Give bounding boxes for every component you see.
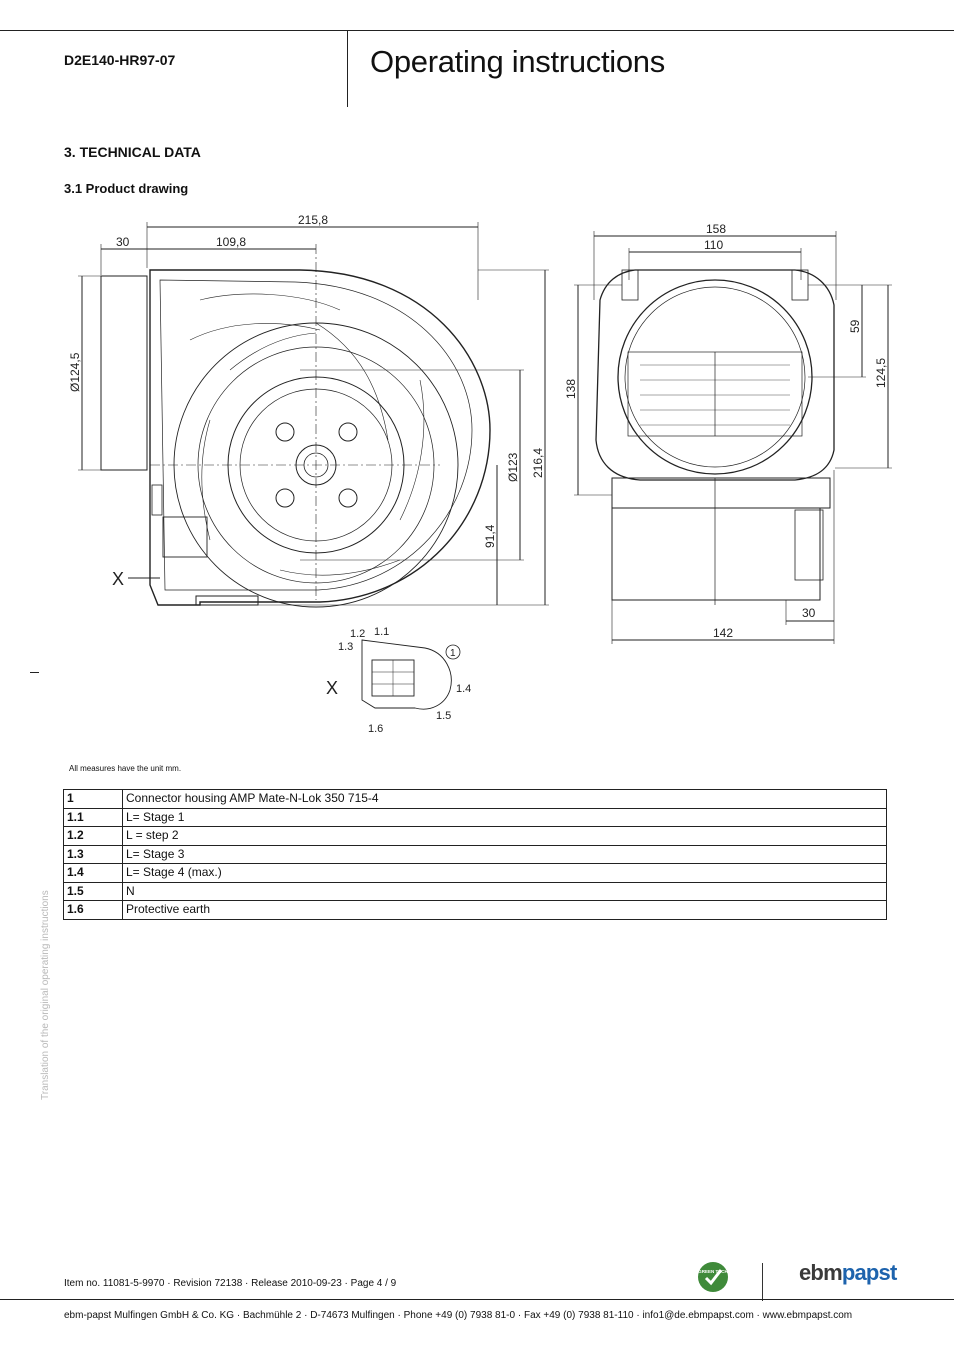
dim-label-axis-offset: 109,8: [216, 235, 246, 249]
logo-part-ebm: ebm: [799, 1260, 843, 1285]
legend-key: 1: [63, 789, 123, 809]
subsection-title: 3.1 Product drawing: [64, 181, 189, 196]
impeller-blade: [229, 332, 317, 371]
connector-label: 1.1: [374, 626, 389, 638]
header-divider: [347, 30, 348, 107]
units-note: All measures have the unit mm.: [69, 764, 182, 773]
motor-body: [611, 507, 821, 601]
dim-label-overall-height: 216,4: [531, 448, 545, 478]
legend-value: N: [122, 881, 887, 901]
mounting-tab-right: [791, 269, 809, 301]
detail-x-title: X: [326, 678, 338, 698]
inlet-ring: [100, 275, 148, 471]
legend-key: 1.4: [63, 863, 123, 883]
dim-label-inlet-diameter: Ø124,5: [68, 352, 82, 392]
impeller-blade: [279, 559, 401, 576]
legend-value: Protective earth: [122, 900, 887, 920]
badge-text: GREEN TECH: [698, 1269, 728, 1274]
dim-label-axis-height: 91,4: [483, 524, 497, 548]
dim-label-motor-offset: 30: [802, 606, 816, 620]
dim-label-wheel-diameter: Ø123: [506, 452, 520, 482]
company-info: ebm-papst Mulfingen GmbH & Co. KG · Bach…: [64, 1310, 853, 1321]
callout-1-circle: [445, 644, 461, 660]
connector-label: 1.5: [436, 710, 451, 722]
dim-label-inlet-offset: 30: [116, 235, 130, 249]
dim-label-overall-width: 215,8: [298, 213, 328, 227]
housing-foot: [195, 595, 259, 606]
ebmpapst-logo: ebmpapst: [799, 1260, 897, 1286]
product-drawing: X 215,8 30 109,8 Ø124,5 Ø123 216,4 91,4: [68, 213, 892, 735]
legend-value: L = step 2: [122, 826, 887, 846]
dim-label-side-depth: 138: [564, 379, 578, 399]
connector-label: 1.2: [350, 628, 365, 640]
legend-key: 1.5: [63, 881, 123, 901]
detail-x-view: X 1.2 1.1 1.3 1 1.4 1.5 1.6: [326, 626, 471, 735]
green-tech-badge-icon: GREEN TECH: [698, 1262, 728, 1292]
footer-rule: [0, 1299, 954, 1300]
header-top-rule: [0, 30, 954, 31]
side-view: 158 110 59 124,5 138 142 30: [564, 222, 892, 644]
dim-label-side-inner-width: 110: [704, 238, 723, 252]
translation-note: Translation of the original operating in…: [40, 890, 51, 1100]
housing-outline: [149, 269, 491, 606]
legend-key: 1.2: [63, 826, 123, 846]
logo-divider: [762, 1263, 763, 1301]
side-housing: [595, 269, 835, 481]
housing-inner-outline: [159, 279, 473, 591]
screw-3: [275, 488, 295, 508]
item-info: Item no. 11081-5-9970 · Revision 72138 ·…: [64, 1278, 397, 1289]
legend-value: L= Stage 3: [122, 844, 887, 864]
connector-label: 1.6: [368, 723, 383, 735]
screw-2: [338, 422, 358, 442]
impeller-blade: [315, 322, 389, 441]
connector-label: 1: [450, 648, 456, 659]
screw-1: [275, 422, 295, 442]
detail-x-marker: X: [112, 569, 124, 589]
screw-4: [338, 488, 358, 508]
housing-contour: [199, 293, 341, 311]
dim-label-side-height: 124,5: [874, 358, 888, 388]
housing-contour: [189, 323, 321, 341]
legend-key: 1.3: [63, 844, 123, 864]
impeller-blade: [201, 419, 211, 541]
document-title: Operating instructions: [370, 44, 665, 79]
connector-label: 1.4: [456, 683, 471, 695]
logo-part-papst: papst: [841, 1260, 897, 1285]
legend-value: L= Stage 1: [122, 807, 887, 827]
motor-cap: [794, 509, 824, 581]
cable-clip: [151, 484, 163, 516]
mounting-tab-left: [621, 269, 639, 301]
side-inlet-inner: [624, 286, 806, 468]
section-title: 3. TECHNICAL DATA: [64, 144, 201, 160]
dim-label-side-mount-height: 59: [848, 319, 862, 333]
legend-value: Connector housing AMP Mate-N-Lok 350 715…: [122, 789, 887, 809]
legend-key: 1.1: [63, 807, 123, 827]
impeller-blade: [399, 379, 425, 521]
legend-key: 1.6: [63, 900, 123, 920]
legend-value: L= Stage 4 (max.): [122, 863, 887, 883]
connector-housing: [162, 516, 208, 558]
connector-label: 1.3: [338, 641, 353, 653]
margin-tick: [30, 672, 39, 673]
dim-label-motor-width: 142: [713, 626, 733, 640]
detail-housing: [361, 639, 452, 710]
model-number: D2E140-HR97-07: [64, 52, 176, 68]
side-base: [611, 477, 831, 509]
dim-label-side-width: 158: [706, 222, 726, 236]
front-view: X 215,8 30 109,8 Ø124,5 Ø123 216,4 91,4: [68, 213, 549, 608]
